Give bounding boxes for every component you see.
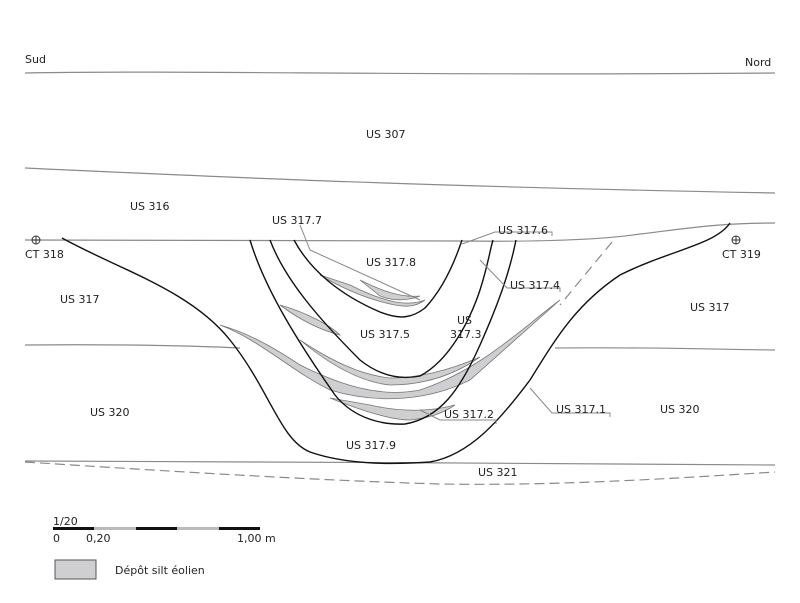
scale-ratio: 1/20 (53, 515, 78, 528)
cut-317-1 (61, 222, 731, 465)
legend-swatch (54, 559, 97, 580)
boundary-307-316 (24, 167, 776, 194)
leader-317-2 (419, 409, 497, 424)
silt-lens (329, 397, 456, 421)
label-us-317-right: US 317 (690, 301, 730, 314)
scale-tick-020: 0,20 (86, 532, 111, 545)
label-us-317-left: US 317 (60, 293, 100, 306)
label-us-316: US 316 (130, 200, 170, 213)
cut-317-3 (249, 239, 517, 425)
label-us-317-9: US 317.9 (346, 439, 396, 452)
leader-317-1 (529, 387, 611, 417)
orientation-left: Sud (25, 53, 46, 66)
cut-317-8 (293, 239, 463, 318)
scale-tick-100: 1,00 m (237, 532, 276, 545)
label-us-320-right: US 320 (660, 403, 700, 416)
ct-319-marker-icon (731, 235, 741, 245)
silt-lens (299, 339, 481, 386)
silt-lens (279, 304, 342, 336)
label-ct-319: CT 319 (722, 248, 761, 261)
ct-318-marker-icon (31, 235, 41, 245)
cut-317-5 (269, 239, 494, 379)
label-us-317-8: US 317.8 (366, 256, 416, 269)
scale-bar (53, 527, 260, 530)
leader-317-6 (461, 231, 553, 245)
silt-lens (319, 274, 426, 307)
orientation-right: Nord (745, 56, 771, 69)
label-us-317-3b: 317.3 (450, 328, 482, 341)
label-us-320-left: US 320 (90, 406, 130, 419)
leader-317-4 (479, 259, 561, 292)
scale-tick-0: 0 (53, 532, 60, 545)
leader-317-7 (299, 224, 421, 301)
label-us-321: US 321 (478, 466, 518, 479)
label-us-317-2: US 317.2 (444, 408, 494, 421)
label-us-317-5: US 317.5 (360, 328, 410, 341)
label-us-317-4: US 317.4 (510, 279, 560, 292)
label-us-317-1: US 317.1 (556, 403, 606, 416)
silt-lens (219, 299, 561, 400)
legend-label: Dépôt silt éolien (115, 564, 205, 577)
label-us-317-3a: US (457, 314, 472, 327)
boundary-321-dashed (24, 461, 776, 485)
label-us-307: US 307 (366, 128, 406, 141)
ground-surface (24, 222, 776, 242)
label-us-317-7: US 317.7 (272, 214, 322, 227)
boundary-top (24, 71, 776, 75)
dashed-cut-317-1 (559, 241, 613, 306)
label-us-317-6: US 317.6 (498, 224, 548, 237)
label-ct-318: CT 318 (25, 248, 64, 261)
boundary-317-320-right (554, 347, 776, 351)
boundary-317-320-left (24, 344, 241, 349)
